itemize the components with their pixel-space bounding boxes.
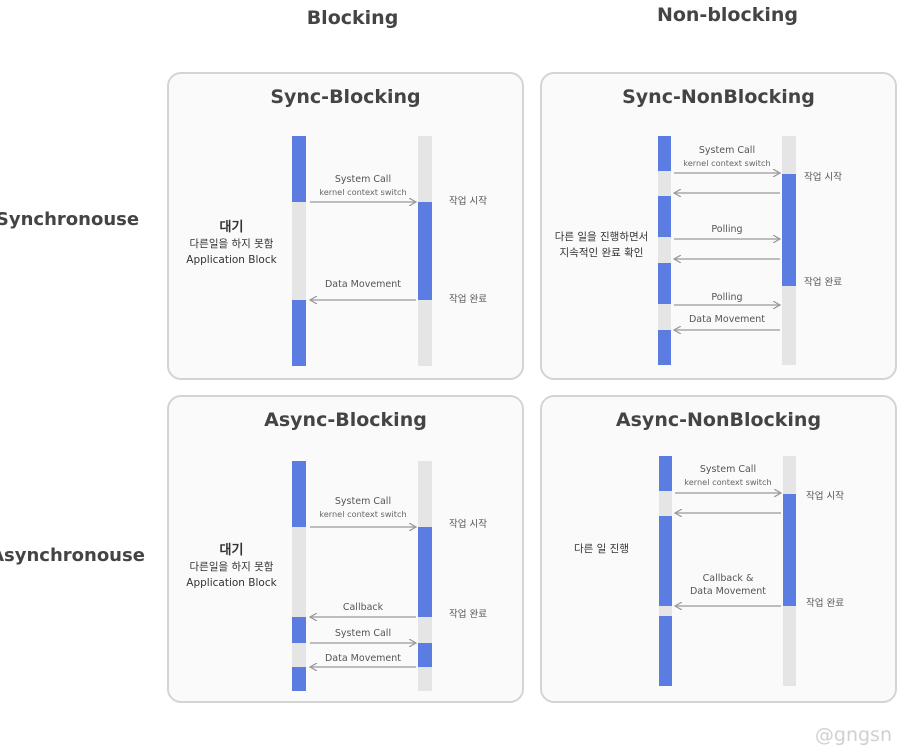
panel-async-nonblocking: Async-NonBlocking System Call kernel con… [540,395,897,703]
kernel-timeline-active [418,202,432,300]
label-task-end: 작업 완료 [449,294,487,305]
side-note: 대기 다른일을 하지 못함 Application Block [174,220,289,268]
label-task-end: 작업 완료 [804,277,842,288]
label-system-call: System Call [698,145,756,156]
app-timeline-idle [658,171,671,196]
app-timeline-active [659,516,672,606]
watermark: @gngsn [814,724,892,746]
label-kernel-switch: kernel context switch [319,187,407,197]
label-task-start: 작업 시작 [806,491,844,502]
label-kernel-switch: kernel context switch [319,509,407,519]
panel-sync-blocking: Sync-Blocking System Call kernel context… [167,72,524,380]
label-system-call: System Call [699,464,757,475]
label-polling: Polling [711,224,743,235]
label-data-movement: Data Movement [324,279,402,290]
kernel-timeline-active [783,494,796,606]
panel-sync-nonblocking: Sync-NonBlocking System Call kernel cont… [540,72,897,380]
kernel-timeline-idle [418,617,432,643]
kernel-timeline-idle [418,136,432,202]
row-label-synchronous: Synchronouse [0,209,140,230]
side-note-head: 대기 [219,220,244,235]
kernel-timeline-idle [783,606,796,686]
app-timeline-idle [292,527,306,617]
panel-async-blocking: Async-Blocking System Call kernel contex… [167,395,524,703]
app-timeline-active [292,136,306,202]
panel-title: Async-Blocking [264,409,427,431]
kernel-timeline-idle [782,286,796,365]
panel-title: Sync-NonBlocking [622,86,815,108]
arrows [169,397,526,705]
arrows [542,74,899,382]
side-note-line1: 다른일을 하지 못함 [189,561,274,573]
app-timeline-idle [292,202,306,300]
side-note: 대기 다른일을 하지 못함 Application Block [174,543,289,591]
label-task-end: 작업 완료 [806,598,844,609]
label-task-end: 작업 완료 [449,609,487,620]
arrows [169,74,526,382]
app-timeline-active [659,456,672,491]
side-note-head: 대기 [219,543,244,558]
kernel-timeline-idle [418,667,432,691]
app-timeline-active [292,667,306,691]
app-timeline-active [292,617,306,643]
label-task-start: 작업 시작 [804,172,842,183]
side-note-line1: 다른일을 하지 못함 [189,238,274,250]
app-timeline-active [658,330,671,365]
app-timeline-idle [292,643,306,667]
app-timeline-idle [659,606,672,616]
label-data-movement: Data Movement [688,314,766,325]
side-note-line2: Application Block [186,254,277,266]
app-timeline-idle [658,304,671,330]
side-note-line2: Application Block [186,577,277,589]
kernel-timeline-idle [783,456,796,494]
label-system-call: System Call [334,496,392,507]
kernel-timeline-active [418,643,432,667]
kernel-timeline-idle [418,300,432,366]
label-callback: Callback & [702,573,754,584]
app-timeline-active [658,136,671,171]
app-timeline-active [658,196,671,237]
arrows [542,397,899,705]
side-note-line1: 다른 일을 진행하면서 [554,231,649,243]
app-timeline-active [659,616,672,686]
label-task-start: 작업 시작 [449,519,487,530]
side-note-line1: 다른 일 진행 [574,543,629,555]
column-header-non-blocking: Non-blocking [656,4,799,26]
row-label-asynchronous: Asynchronouse [0,545,145,566]
app-timeline-idle [659,491,672,516]
column-header-blocking: Blocking [306,7,399,29]
label-polling: Polling [711,292,743,303]
side-note: 다른 일을 진행하면서 지속적인 완료 확인 [544,229,659,261]
kernel-timeline-idle [782,136,796,174]
app-timeline-active [658,263,671,304]
side-note-line2: 지속적인 완료 확인 [559,247,644,259]
label-kernel-switch: kernel context switch [683,158,771,168]
app-timeline-active [292,461,306,527]
label-system-call-2: System Call [334,628,392,639]
kernel-timeline-active [418,527,432,617]
label-callback: Callback [342,602,384,613]
kernel-timeline-active [782,174,796,286]
kernel-timeline-idle [418,461,432,527]
label-kernel-switch: kernel context switch [684,477,772,487]
panel-title: Async-NonBlocking [615,409,822,431]
app-timeline-idle [658,237,671,263]
app-timeline-active [292,300,306,366]
panel-title: Sync-Blocking [270,86,421,108]
side-note: 다른 일 진행 [544,541,659,557]
label-data-movement: Data Movement [324,653,402,664]
label-task-start: 작업 시작 [449,196,487,207]
label-data-movement: Data Movement [689,586,767,597]
label-system-call: System Call [334,174,392,185]
